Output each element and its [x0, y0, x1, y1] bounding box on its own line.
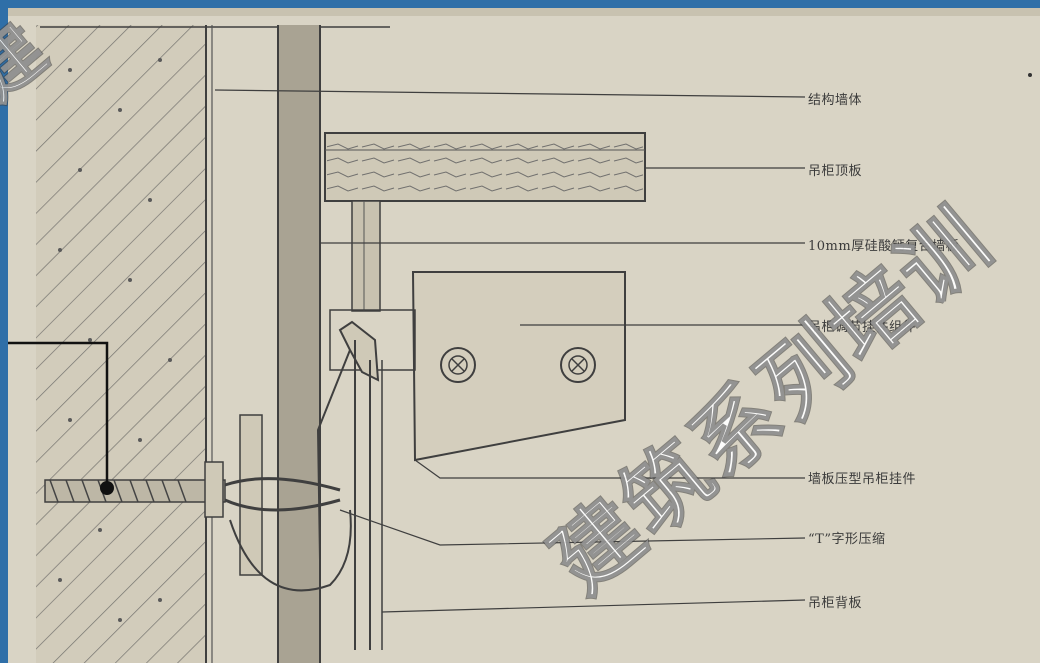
- label-composite-board: 10mm厚硅酸钙复合墙板: [808, 239, 960, 254]
- hook-assembly: [316, 320, 383, 650]
- label-ceiling-board: 吊柜顶板: [808, 164, 863, 179]
- label-cabinet-hanger-fitting: 吊柜调节挂件组件: [808, 320, 917, 335]
- expansion-bolt: [44, 414, 352, 592]
- label-cabinet-back-panel: 吊柜背板: [808, 596, 863, 611]
- label-t-clip: “T”字形压缩: [808, 532, 886, 547]
- leader-lines: [214, 89, 806, 613]
- callout-marker: [8, 341, 114, 495]
- composite-board-strip: [351, 200, 381, 312]
- cabinet-top-board: [324, 132, 646, 202]
- label-structural-wall: 结构墙体: [808, 93, 863, 108]
- label-pressure-hanger: 墙板压型吊柜挂件: [808, 472, 917, 487]
- vertical-stud: [277, 25, 321, 663]
